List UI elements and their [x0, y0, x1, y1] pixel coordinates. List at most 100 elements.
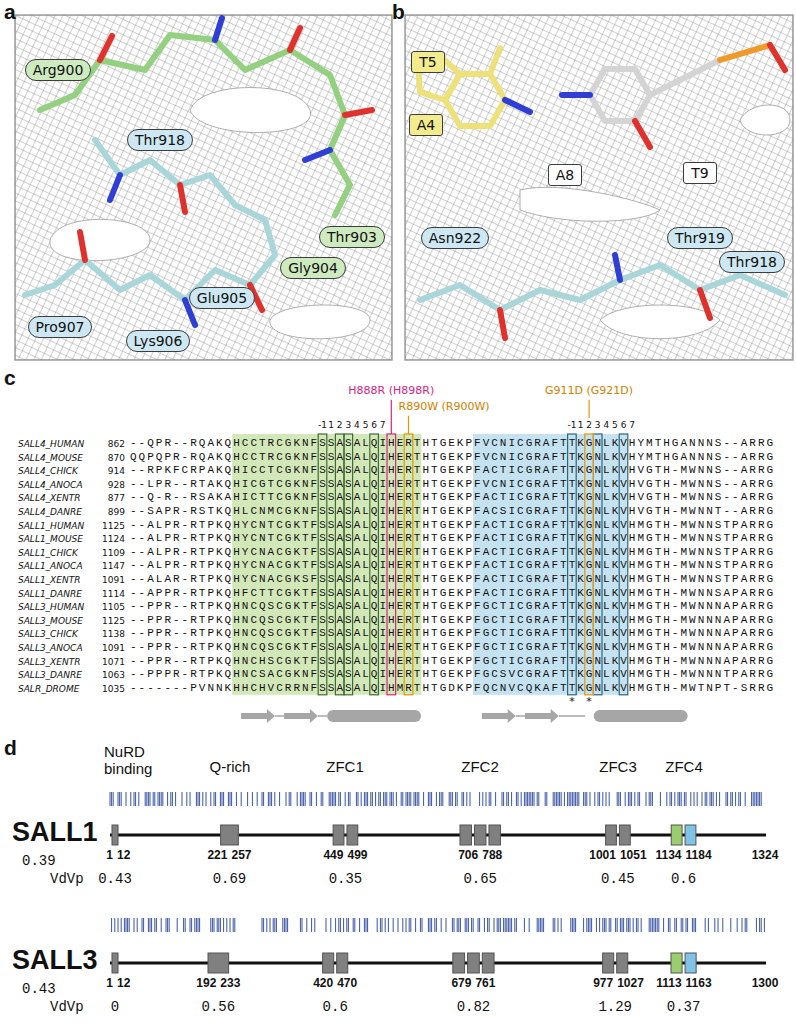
- conservation-tick: [218, 918, 219, 932]
- conservation-tick: [508, 918, 509, 932]
- conservation-tick: [167, 918, 168, 932]
- oxygen-stick: [770, 45, 785, 70]
- conservation-tick: [156, 918, 157, 932]
- conservation-tick: [282, 918, 283, 932]
- conservation-tick: [666, 792, 667, 806]
- conservation-tick: [241, 792, 242, 806]
- conservation-tick: [596, 918, 597, 932]
- conservation-tick: [583, 792, 584, 806]
- residue-label: T9: [683, 162, 716, 184]
- residue-position: 761: [475, 977, 495, 991]
- strand-arrow: [241, 709, 275, 723]
- residue-label: Glu905: [189, 287, 255, 309]
- conservation-tick: [431, 792, 432, 806]
- species-name: SALL3_HUMAN: [18, 601, 84, 613]
- conservation-tick: [716, 792, 717, 806]
- species-name: SALL1_ANOCA: [18, 560, 83, 572]
- conservation-tick: [590, 918, 591, 932]
- strand-arrow: [482, 709, 516, 723]
- conservation-tick: [506, 918, 507, 932]
- conservation-tick: [414, 792, 415, 806]
- conservation-tick: [146, 792, 147, 806]
- conservation-tick: [553, 918, 554, 932]
- residue-position: 221: [207, 849, 227, 863]
- conservation-tick: [287, 918, 288, 932]
- conservation-tick: [161, 792, 162, 806]
- conservation-tick: [111, 918, 112, 932]
- conservation-tick: [532, 792, 533, 806]
- conservation-tick: [212, 918, 213, 932]
- conservation-tick: [490, 792, 491, 806]
- conservation-tick: [446, 918, 447, 932]
- conservation-tick: [578, 792, 579, 806]
- conservation-tick: [274, 792, 275, 806]
- conservation-tick: [537, 792, 538, 806]
- residue-number: 914: [108, 465, 125, 477]
- conservation-tick: [650, 792, 651, 806]
- vdvp-value: 0.35: [329, 871, 363, 887]
- residue-number: 1105: [102, 601, 125, 613]
- conservation-tick: [338, 792, 339, 806]
- sequence: --ALPR-RTPKQHYCNTCGKTFSSASALQIHERTHTGEKP…: [130, 532, 775, 545]
- domain-label: ZFC2: [461, 758, 499, 775]
- conservation-tick: [350, 792, 351, 806]
- helix-position: -1: [318, 420, 327, 431]
- conservation-tick: [172, 792, 173, 806]
- conservation-tick: [487, 918, 488, 932]
- conservation-tick: [348, 792, 349, 806]
- conservation-tick: [233, 918, 234, 932]
- helix-position: 1: [578, 420, 584, 431]
- conservation-tick: [290, 792, 291, 806]
- conservation-tick: [385, 792, 386, 806]
- conservation-tick: [761, 792, 762, 806]
- conservation-tick: [361, 792, 362, 806]
- base-stick: [490, 48, 500, 74]
- conservation-tick: [364, 918, 365, 932]
- conservation-tick: [502, 792, 503, 806]
- conservation-tick: [126, 918, 127, 932]
- conservation-tick: [343, 918, 344, 932]
- conservation-tick: [489, 792, 490, 806]
- conservation-tick: [527, 792, 528, 806]
- conservation-tick: [466, 792, 467, 806]
- conservation-tick: [386, 792, 387, 806]
- conservation-tick: [543, 918, 544, 932]
- conservation-tick: [570, 918, 571, 932]
- conservation-tick: [370, 792, 371, 806]
- base-ring: [590, 69, 650, 121]
- helix-position: 7: [380, 420, 386, 431]
- residue-position: 420: [313, 977, 333, 991]
- conservation-tick: [668, 918, 669, 932]
- vdvp-value: 0.65: [463, 871, 497, 887]
- conservation-tick: [401, 792, 402, 806]
- conservation-tick: [503, 918, 504, 932]
- strand-arrow: [525, 709, 559, 723]
- oxygen-stick: [345, 110, 372, 115]
- conservation-tick: [465, 918, 466, 932]
- residue-position: 12: [117, 977, 130, 991]
- zinc-finger-box: [685, 953, 696, 973]
- conservation-tick: [586, 918, 587, 932]
- conservation-tick: [575, 918, 576, 932]
- residue-number: 1114: [102, 588, 125, 600]
- conservation-tick: [740, 792, 741, 806]
- conservation-tick: [311, 792, 312, 806]
- conservation-tick: [142, 918, 143, 932]
- residue-name: A4: [417, 117, 435, 133]
- conservation-tick: [466, 918, 467, 932]
- conservation-tick: [516, 918, 517, 932]
- conservation-tick: [118, 918, 119, 932]
- sequence: --PPPR-RTPKQHNCSACGKNFSSASALQIHERTHTGEKP…: [130, 668, 775, 681]
- conservation-tick: [708, 918, 709, 932]
- conservation-tick: [714, 918, 715, 932]
- nitrogen-stick: [562, 92, 590, 98]
- conservation-tick: [615, 918, 616, 932]
- conservation-tick: [367, 792, 368, 806]
- conservation-tick: [657, 918, 658, 932]
- conservation-tick: [676, 918, 677, 932]
- conservation-tick: [534, 792, 535, 806]
- residue-position: 679: [451, 977, 471, 991]
- conservation-tick: [761, 918, 762, 932]
- conservation-tick: [113, 792, 114, 806]
- electron-density-mesh: [15, 15, 392, 360]
